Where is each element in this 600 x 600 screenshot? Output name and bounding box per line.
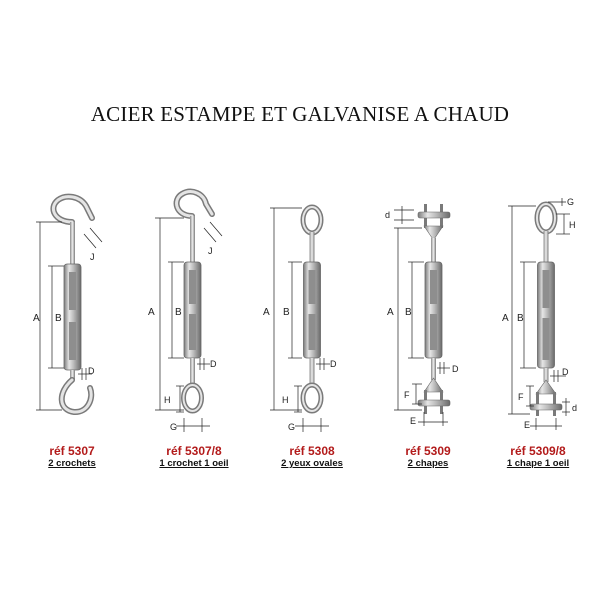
- ref-code: réf 5309/8: [510, 444, 566, 458]
- page-title: ACIER ESTAMPE ET GALVANISE A CHAUD: [90, 102, 510, 126]
- label-E-4: E: [410, 416, 416, 426]
- label-A-4: A: [387, 307, 394, 318]
- label-D-4: D: [452, 364, 459, 374]
- label-D-3: D: [330, 359, 337, 369]
- label-d-5: d: [572, 403, 577, 413]
- label-F-4: F: [404, 390, 410, 400]
- label-B-3: B: [283, 307, 290, 318]
- ref-description: 2 yeux ovales: [281, 458, 343, 469]
- caption-item-4: réf 5309 2 chapes: [368, 444, 488, 470]
- label-B-4: B: [405, 307, 412, 318]
- label-J-1: J: [90, 252, 95, 262]
- label-B-5: B: [517, 313, 524, 324]
- caption-item-1: réf 5307 2 crochets: [12, 444, 132, 470]
- label-G-2: G: [170, 422, 177, 432]
- label-D-5: D: [562, 367, 569, 377]
- item-5309-8-figure: [508, 198, 570, 430]
- ref-description: 1 chape 1 oeil: [506, 458, 570, 469]
- label-A-3: A: [263, 307, 270, 318]
- label-F-5: F: [518, 392, 524, 402]
- label-A-5: A: [502, 313, 509, 324]
- ref-description: 1 crochet 1 oeil: [159, 458, 229, 469]
- label-J-2: J: [208, 246, 213, 256]
- label-G-5: G: [567, 197, 574, 207]
- label-d-4: d: [385, 210, 390, 220]
- label-D-1: D: [88, 366, 95, 376]
- label-D-2: D: [210, 359, 217, 369]
- caption-item-2: réf 5307/8 1 crochet 1 oeil: [134, 444, 254, 470]
- item-5307-8-figure: [155, 188, 223, 432]
- label-H-5: H: [569, 220, 576, 230]
- item-5307-figure: [36, 193, 103, 415]
- ref-code: réf 5307: [49, 444, 95, 458]
- ref-code: réf 5307/8: [166, 444, 222, 458]
- label-B-1: B: [55, 313, 62, 324]
- label-H-3: H: [282, 395, 289, 405]
- ref-description: 2 crochets: [48, 458, 96, 469]
- label-B-2: B: [175, 307, 182, 318]
- ref-code: réf 5308: [289, 444, 335, 458]
- caption-item-3: réf 5308 2 yeux ovales: [252, 444, 372, 470]
- label-A-1: A: [33, 313, 40, 324]
- item-5309-figure: [394, 204, 451, 426]
- item-5308-figure: [270, 204, 330, 432]
- label-G-3: G: [288, 422, 295, 432]
- label-E-5: E: [524, 420, 530, 430]
- label-A-2: A: [148, 307, 155, 318]
- label-H-2: H: [164, 395, 171, 405]
- ref-description: 2 chapes: [407, 458, 449, 469]
- caption-item-5: réf 5309/8 1 chape 1 oeil: [478, 444, 598, 470]
- ref-code: réf 5309: [405, 444, 451, 458]
